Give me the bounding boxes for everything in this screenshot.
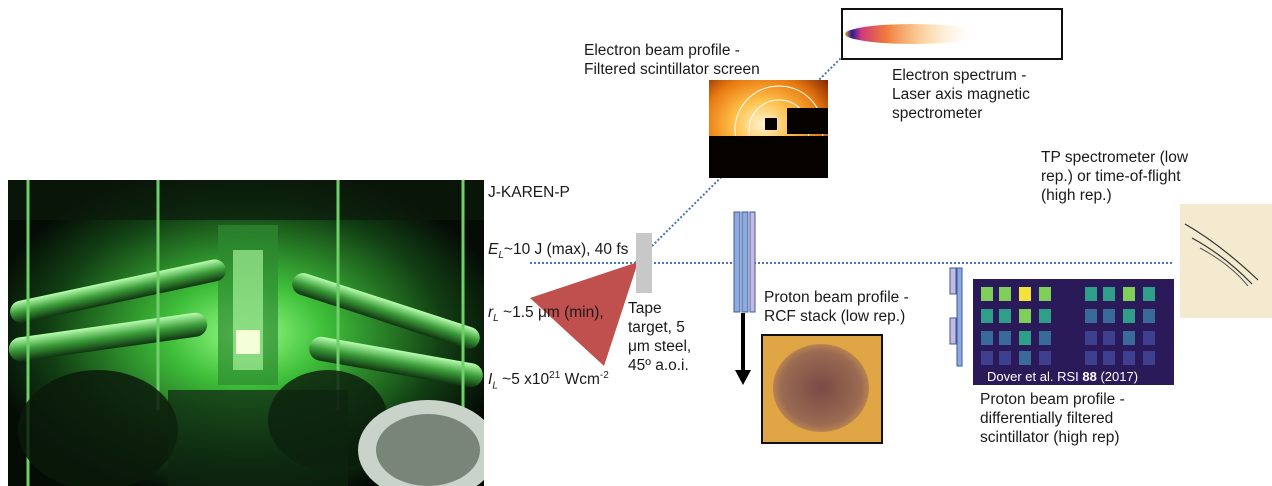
scint-cell (1085, 351, 1097, 365)
scint-cell (1019, 351, 1031, 365)
tape-target (636, 233, 652, 293)
scint-cell (999, 351, 1011, 365)
electron-profile-label: Electron beam profile -Filtered scintill… (584, 42, 760, 78)
laser-radius: rL ~1.5 μm (min), (488, 304, 604, 325)
scint-cell (1103, 331, 1115, 345)
proton-rcf-image (761, 334, 883, 444)
scint-cell (1039, 331, 1051, 345)
scint-cell (1019, 287, 1031, 301)
scint-cell (999, 309, 1011, 323)
scint-cell (999, 331, 1011, 345)
scint-cell (1039, 309, 1051, 323)
electron-axis-line (634, 56, 843, 264)
scint-cell (1019, 309, 1031, 323)
tp-spectrometer-image (1180, 204, 1272, 318)
scint-cell (1123, 309, 1135, 323)
rcf-film (773, 344, 869, 432)
laser-intensity: IL ~5 x1021 Wcm-2 (488, 370, 609, 392)
electron-profile-screen (709, 80, 828, 178)
tp-traces (1184, 223, 1259, 287)
scint-cell (1143, 309, 1155, 323)
scint-cell (1085, 287, 1097, 301)
scint-cell (1143, 351, 1155, 365)
laser-params: J-KAREN-P EL~10 J (max), 40 fs rL ~1.5 μ… (488, 145, 628, 414)
scint-cell (999, 287, 1011, 301)
laser-energy: EL~10 J (max), 40 fs (488, 241, 629, 262)
lab-photo-image (8, 180, 484, 486)
laser-name: J-KAREN-P (488, 184, 570, 201)
proton-scint-label: Proton beam profile -differentially filt… (980, 391, 1125, 446)
scint-cell (1103, 287, 1115, 301)
scint-cell (1123, 351, 1135, 365)
scint-cell (1103, 351, 1115, 365)
scint-cell (981, 309, 993, 323)
rcf-stack-plate-2 (741, 211, 749, 313)
scint-cell (1039, 351, 1051, 365)
proton-rcf-label: Proton beam profile -RCF stack (low rep.… (764, 289, 909, 325)
scint-cell (1143, 331, 1155, 345)
scint-grid (981, 287, 1155, 365)
rcf-stack-plate-1 (733, 211, 741, 313)
scint-filter-1 (949, 267, 957, 295)
scint-cell (1085, 331, 1097, 345)
scint-filter-2 (949, 317, 957, 345)
scint-cell (1123, 331, 1135, 345)
scint-cell (1039, 287, 1051, 301)
scint-cell (1143, 287, 1155, 301)
scint-cell (981, 351, 993, 365)
scint-cell (1019, 331, 1031, 345)
scint-cell (981, 287, 993, 301)
scint-cell (1085, 309, 1097, 323)
lab-photo (8, 180, 484, 486)
scintillator-plate (956, 267, 963, 367)
electron-profile-image (709, 80, 828, 178)
image-credit: Dover et al. RSI 88 (2017) (987, 369, 1139, 384)
laser-cone (530, 262, 638, 366)
scint-cell (981, 331, 993, 345)
rcf-arrow-head (735, 370, 751, 385)
electron-spectrum-trace (845, 24, 981, 44)
proton-scint-image: Dover et al. RSI 88 (2017) (973, 279, 1174, 385)
scint-cell (1123, 287, 1135, 301)
electron-spectrum-image (841, 8, 1063, 60)
scint-cell (1103, 309, 1115, 323)
rcf-stack-plate-3 (749, 211, 756, 313)
